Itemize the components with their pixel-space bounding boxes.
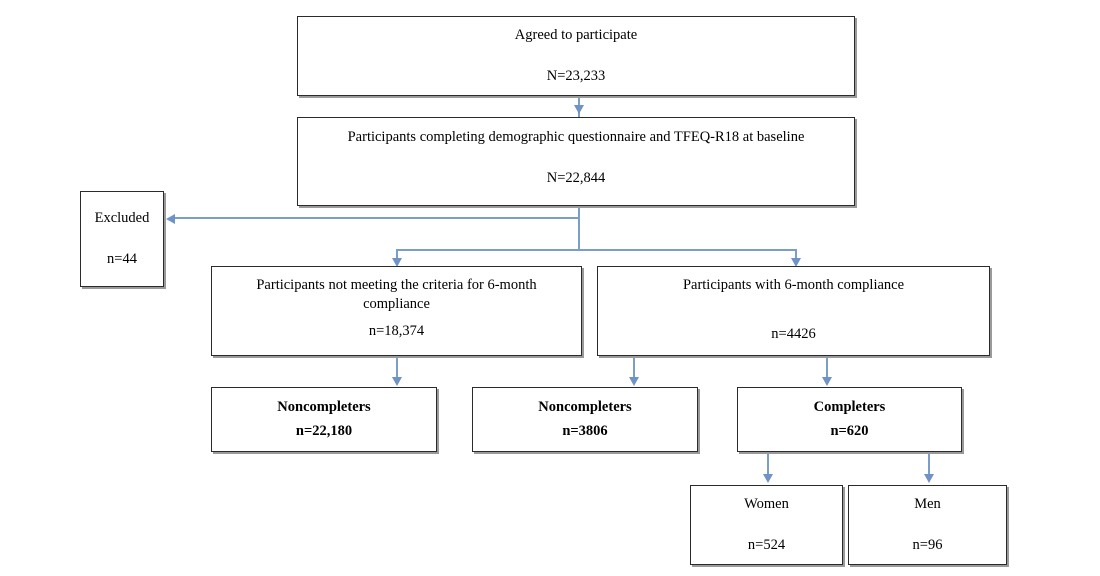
arrowhead-noncompleters-mid [629,377,639,386]
node-count: n=18,374 [368,323,425,340]
connector-notcompliant-to-noncompleters-left [396,356,398,380]
node-title: Men [914,495,941,512]
node-title: Noncompleters [538,399,632,416]
arrowhead-to-not-compliant [392,258,402,267]
node-baseline-questionnaire[interactable]: Participants completing demographic ques… [297,117,855,206]
node-noncompleters-mid[interactable]: Noncompleters n=3806 [472,387,698,452]
connector-completers-to-women [767,452,769,477]
connector-completers-to-men [928,452,930,477]
node-completers[interactable]: Completers n=620 [737,387,962,452]
connector-compliant-to-noncompleters-mid [633,356,635,380]
arrowhead-noncompleters-left [392,377,402,386]
node-title: Participants completing demographic ques… [347,129,805,145]
node-count: n=4426 [771,326,816,343]
arrowhead-completers [822,377,832,386]
arrowhead-baseline-to-excluded [166,214,175,224]
connector-compliant-to-completers [826,356,828,380]
arrowhead-to-compliant [791,258,801,267]
node-count: n=44 [107,251,137,267]
arrowhead-agreed-to-baseline [574,105,584,114]
connector-split-bar [396,249,797,251]
node-count: n=22,180 [295,422,353,439]
node-agreed-to-participate[interactable]: Agreed to participate N=23,233 [297,16,855,96]
node-title: Completers [813,399,886,416]
node-title: Women [744,495,789,512]
node-count: n=524 [747,537,786,553]
node-title: Participants with 6-month compliance [682,277,905,293]
node-excluded[interactable]: Excluded n=44 [80,191,164,287]
node-not-meeting-compliance[interactable]: Participants not meeting the criteria fo… [211,266,582,356]
node-count: N=22,844 [546,170,606,187]
node-women[interactable]: Women n=524 [690,485,843,565]
node-title: Excluded [94,209,150,226]
node-count: n=3806 [562,422,608,439]
connector-split-left-drop [396,249,398,262]
node-title: Noncompleters [277,399,371,416]
connector-baseline-to-excluded [175,217,580,219]
node-title: Participants not meeting the criteria fo… [256,277,537,313]
node-men[interactable]: Men n=96 [848,485,1007,565]
node-count: n=620 [830,422,869,439]
node-count: N=23,233 [546,68,606,84]
arrowhead-women [763,474,773,483]
node-noncompleters-left[interactable]: Noncompleters n=22,180 [211,387,437,452]
arrowhead-men [924,474,934,483]
node-with-compliance[interactable]: Participants with 6-month compliance n=4… [597,266,990,356]
connector-split-right-drop [795,249,797,262]
node-count: n=96 [912,537,943,553]
connector-baseline-stem [578,206,580,251]
node-title: Agreed to participate [514,26,638,43]
